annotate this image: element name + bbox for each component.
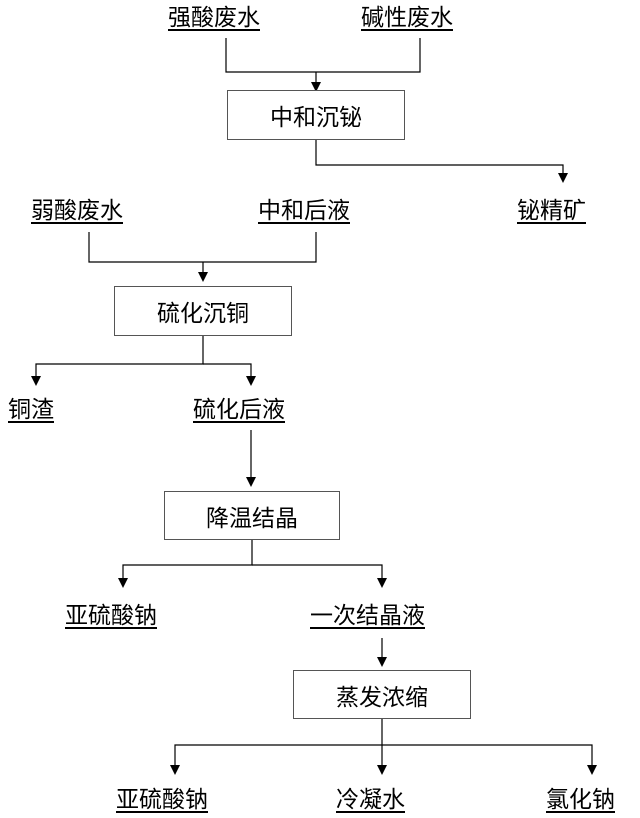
arrow-to-sulfurized-liquid [203, 363, 256, 386]
sulfide-copper-box: 硫化沉铜 [114, 286, 292, 336]
neutralize-bismuth-label: 中和沉铋 [270, 105, 362, 131]
primary-crystal-liquid-label: 一次结晶液 [310, 603, 425, 629]
strong-acid-wastewater-label: 强酸废水 [168, 5, 260, 31]
connector-wastewater-merge [225, 38, 421, 73]
condensed-water-label: 冷凝水 [336, 787, 405, 813]
arrow-to-sodium-chloride [382, 744, 597, 775]
sodium-sulfite-label-1: 亚硫酸钠 [65, 603, 157, 629]
neutralize-bismuth-box: 中和沉铋 [227, 90, 405, 140]
arrow-to-bismuth-concentrate [315, 140, 568, 183]
neutralized-liquid-label: 中和后液 [258, 198, 350, 224]
alkaline-wastewater-label: 碱性废水 [361, 5, 453, 31]
copper-slag-label: 铜渣 [8, 397, 54, 423]
cooling-crystallization-box: 降温结晶 [164, 491, 340, 540]
sodium-chloride-label: 氯化钠 [546, 787, 615, 813]
bismuth-concentrate-label: 铋精矿 [517, 198, 586, 224]
sulfide-copper-label: 硫化沉铜 [157, 301, 249, 327]
weak-acid-wastewater-label: 弱酸废水 [31, 198, 123, 224]
connector-liquid-merge [88, 232, 317, 263]
sodium-sulfite-label-2: 亚硫酸钠 [116, 787, 208, 813]
arrow-to-copper-slag [31, 336, 204, 386]
sulfurized-liquid-label: 硫化后液 [193, 397, 285, 423]
evaporation-concentration-box: 蒸发浓缩 [293, 670, 471, 719]
cooling-crystallization-label: 降温结晶 [206, 505, 298, 532]
arrow-to-primary-crystal-liquid [252, 564, 387, 588]
evaporation-concentration-label: 蒸发浓缩 [336, 684, 428, 711]
arrow-to-sodium-sulfite-2 [170, 719, 383, 775]
arrow-to-sodium-sulfite-1 [118, 540, 253, 588]
